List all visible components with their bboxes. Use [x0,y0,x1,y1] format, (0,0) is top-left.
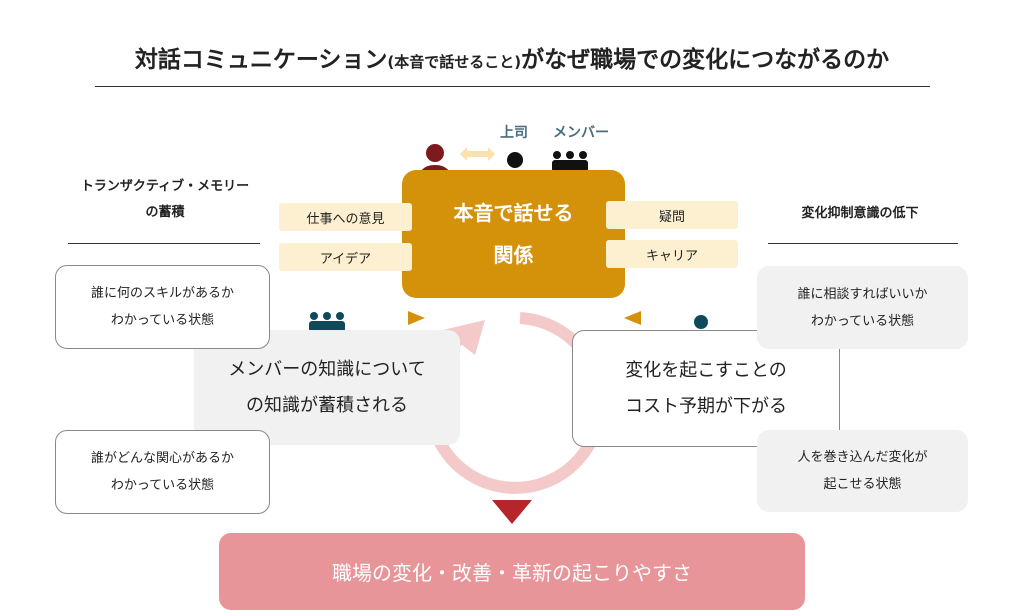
triangle-left-icon [624,311,641,325]
outcome-box: 職場の変化・改善・革新の起こりやすさ [219,533,805,610]
tag-career: キャリア [606,240,738,268]
center-box: 本音で話せる関係 [402,170,625,298]
tag-idea: アイデア [279,243,412,271]
triangle-right-icon [408,311,425,325]
cycle-arrowhead [443,320,485,355]
left-heading-line [68,243,260,244]
right-box-consult: 誰に相談すればいいかわかっている状態 [757,266,968,349]
right-heading: 変化抑制意識の低下 [801,206,919,221]
right-heading-line [768,243,958,244]
left-heading: トランザクティブ・メモリーの蓄積 [80,179,250,220]
down-arrow-icon [492,500,532,524]
left-main-box: メンバーの知識についての知識が蓄積される [194,330,460,445]
double-arrow-icon [460,147,495,161]
page-title: 対話コミュニケーション(本音で話せること)がなぜ職場での変化につながるのか [134,47,890,73]
tag-opinion: 仕事への意見 [279,203,412,231]
boss-label: 上司 [500,125,528,141]
left-box-skill: 誰に何のスキルがあるかわかっている状態 [55,265,270,349]
tag-question: 疑問 [606,201,738,229]
title-divider [95,86,930,87]
right-box-involve: 人を巻き込んだ変化が起こせる状態 [757,430,968,512]
members-label: メンバー [553,125,609,141]
right-main-box: 変化を起こすことのコスト予期が下がる [572,330,840,447]
left-box-interest: 誰がどんな関心があるかわかっている状態 [55,430,270,514]
